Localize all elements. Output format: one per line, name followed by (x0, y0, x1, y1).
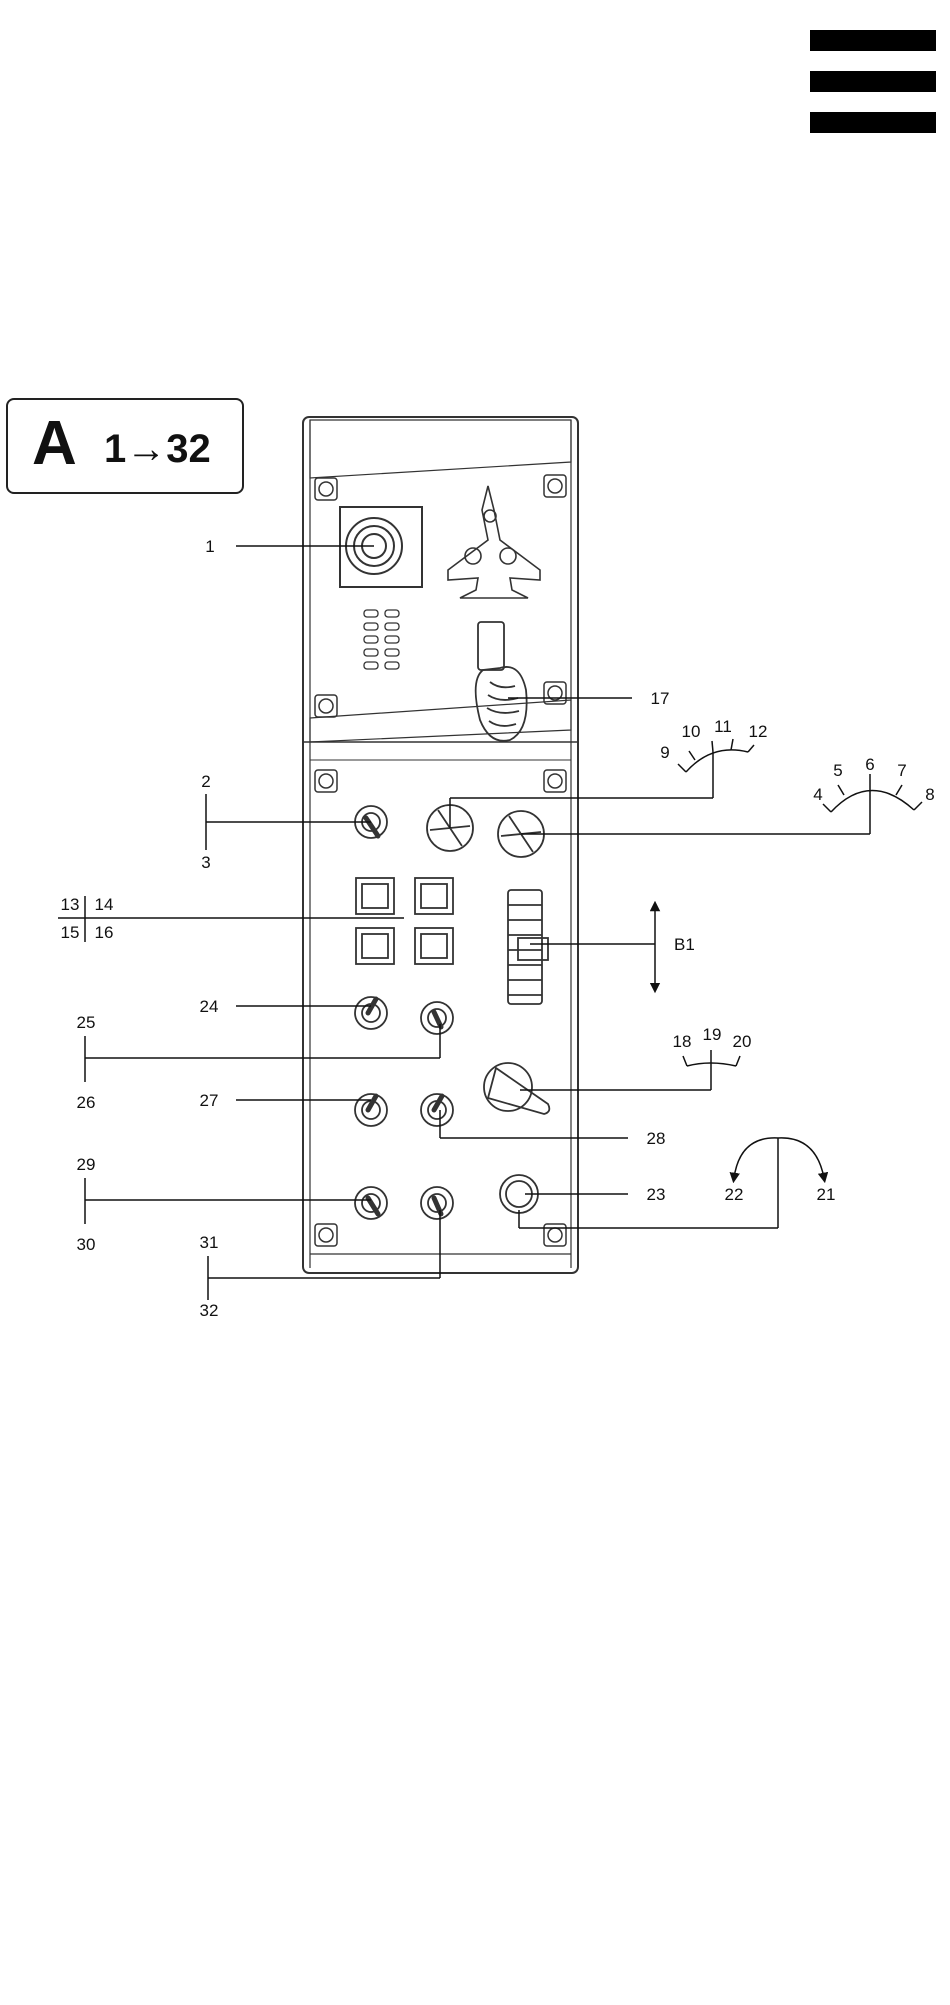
callout-26: 26 (77, 1093, 96, 1112)
callout-23: 23 (647, 1185, 666, 1204)
callout-24: 24 (200, 997, 219, 1016)
callout-10: 10 (682, 722, 701, 741)
square-buttons (356, 878, 453, 964)
callout-30: 30 (77, 1235, 96, 1254)
callout-15: 15 (61, 923, 80, 942)
callout-25: 25 (77, 1013, 96, 1032)
callout-20: 20 (733, 1032, 752, 1051)
callout-5: 5 (833, 761, 842, 780)
rotary-knob (484, 1063, 549, 1114)
callout-14: 14 (95, 895, 114, 914)
toggle-switches (355, 806, 453, 1219)
callout-32: 32 (200, 1301, 219, 1320)
rotary-selectors (427, 805, 544, 857)
callout-4: 4 (813, 785, 822, 804)
callout-6: 6 (865, 755, 874, 774)
callout-7: 7 (897, 761, 906, 780)
callout-22: 22 (725, 1185, 744, 1204)
thumb-wheel (508, 890, 548, 1004)
callout-19: 19 (703, 1025, 722, 1044)
aircraft-icon (448, 486, 540, 598)
callout-29: 29 (77, 1155, 96, 1174)
toggle-switch-27 (355, 1094, 387, 1126)
callout-3: 3 (201, 853, 210, 872)
callout-9: 9 (660, 743, 669, 762)
callout-b1: B1 (674, 935, 695, 954)
callout-13: 13 (61, 895, 80, 914)
callout-31: 31 (200, 1233, 219, 1252)
callout-11: 11 (714, 717, 732, 736)
hat-switch (340, 507, 422, 587)
callout-28: 28 (647, 1129, 666, 1148)
callout-17: 17 (651, 689, 670, 708)
callout-12: 12 (749, 722, 768, 741)
toggle-switch-25-26 (421, 1002, 453, 1034)
leader-lines (58, 546, 922, 1300)
toggle-switch-31-32 (421, 1187, 453, 1219)
callout-labels: 1 2 3 4 5 6 7 8 9 10 11 12 13 14 15 16 1… (61, 537, 935, 1320)
callout-21: 21 (817, 1185, 836, 1204)
toggle-switch-28 (421, 1094, 453, 1126)
button-grid (364, 610, 399, 669)
toggle-switch-24 (355, 997, 387, 1029)
callout-1: 1 (205, 537, 214, 556)
callout-27: 27 (200, 1091, 219, 1110)
callout-18: 18 (673, 1032, 692, 1051)
callout-8: 8 (925, 785, 934, 804)
callout-16: 16 (95, 923, 114, 942)
toggle-switch-29-30 (355, 1187, 387, 1219)
callout-2: 2 (201, 772, 210, 791)
throttle-lever (476, 622, 527, 741)
